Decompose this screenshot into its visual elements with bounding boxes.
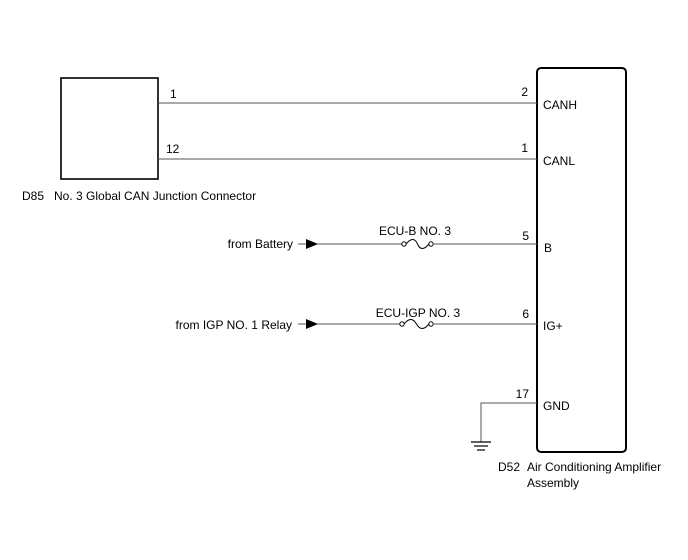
d52-code: D52 bbox=[498, 460, 520, 474]
d52-name-line1: Air Conditioning Amplifier bbox=[527, 460, 661, 474]
d52-amplifier-box bbox=[536, 67, 627, 453]
igp-arrow-icon bbox=[306, 319, 318, 329]
battery-pin: 5 bbox=[522, 229, 529, 243]
ecu-b-fuse-icon bbox=[401, 239, 434, 249]
from-battery-label: from Battery bbox=[228, 237, 293, 251]
igplus-terminal-label: IG+ bbox=[543, 319, 563, 333]
d85-name: No. 3 Global CAN Junction Connector bbox=[54, 189, 256, 203]
canl-right-pin: 1 bbox=[521, 141, 528, 155]
ecu-b-fuse-label: ECU-B NO. 3 bbox=[379, 224, 451, 238]
canl-terminal-label: CANL bbox=[543, 154, 575, 168]
d52-name-line2: Assembly bbox=[527, 476, 579, 490]
canh-terminal-label: CANH bbox=[543, 98, 577, 112]
canh-left-pin: 1 bbox=[170, 87, 177, 101]
gnd-pin: 17 bbox=[516, 387, 530, 401]
d85-code: D85 bbox=[22, 189, 44, 203]
gnd-wire bbox=[480, 402, 537, 442]
ground-icon bbox=[471, 441, 491, 451]
battery-arrow-icon bbox=[306, 239, 318, 249]
gnd-terminal-label: GND bbox=[543, 399, 570, 413]
ecu-igp-fuse-label: ECU-IGP NO. 3 bbox=[376, 306, 461, 320]
ecu-igp-fuse-icon bbox=[399, 319, 434, 329]
from-igp-relay-label: from IGP NO. 1 Relay bbox=[176, 318, 292, 332]
canh-right-pin: 2 bbox=[521, 85, 528, 99]
canl-left-pin: 12 bbox=[166, 142, 180, 156]
igp-pin: 6 bbox=[522, 307, 529, 321]
d85-connector-box bbox=[60, 77, 159, 180]
b-terminal-label: B bbox=[544, 241, 552, 255]
